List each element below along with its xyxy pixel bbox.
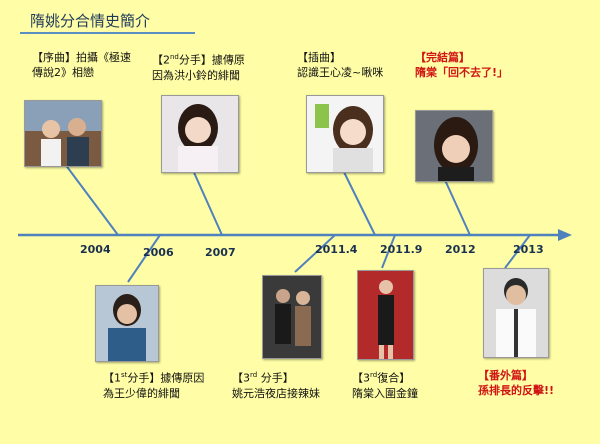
photo-interlude: [306, 95, 384, 173]
year-label: 2013: [513, 243, 544, 256]
photo-third-breakup: [262, 275, 322, 359]
photo-finale: [415, 110, 493, 182]
event-caption-second-breakup: 【2nd分手】據傳原 因為洪小鈴的緋聞: [152, 53, 245, 82]
connector-third-breakup: [294, 234, 336, 273]
event-caption-finale: 【完結篇】 隋棠「回不去了!」: [415, 51, 509, 79]
photo-second-breakup: [161, 95, 239, 173]
photo-prelude-couple: [24, 100, 102, 167]
year-label: 2006: [143, 246, 174, 259]
connector-extra: [504, 234, 531, 269]
year-label: 2011.4: [315, 243, 358, 256]
event-caption-interlude: 【插曲】 認識王心凌~啾咪: [297, 51, 384, 79]
year-label: 2011.9: [380, 243, 423, 256]
year-label: 2012: [445, 243, 476, 256]
connector-second-breakup: [191, 167, 223, 236]
year-label: 2007: [205, 246, 236, 259]
event-caption-prelude: 【序曲】拍攝《極速 傳說2》相戀: [32, 51, 131, 79]
year-label: 2004: [80, 243, 111, 256]
event-caption-third-breakup: 【3rd 分手】 姚元浩夜店接辣妹: [232, 371, 320, 400]
event-caption-extra: 【番外篇】 孫排長的反擊!!: [478, 369, 555, 397]
connector-finale: [444, 179, 471, 236]
connector-interlude: [341, 167, 376, 236]
photo-third-reunion: [357, 270, 414, 360]
photo-extra: [483, 268, 549, 358]
event-caption-first-breakup: 【1st分手】據傳原因 為王少偉的緋聞: [103, 371, 205, 400]
title-underline: [20, 32, 195, 34]
event-caption-third-reunion: 【3rd復合】 隋棠入圍金鐘: [352, 371, 418, 400]
connector-third-reunion: [381, 234, 396, 269]
connector-prelude: [61, 159, 119, 236]
photo-first-breakup: [95, 285, 159, 362]
connector-first-breakup: [127, 234, 161, 283]
page-title: 隋姚分合情史簡介: [30, 12, 151, 30]
timeline-arrowhead: [558, 229, 572, 241]
